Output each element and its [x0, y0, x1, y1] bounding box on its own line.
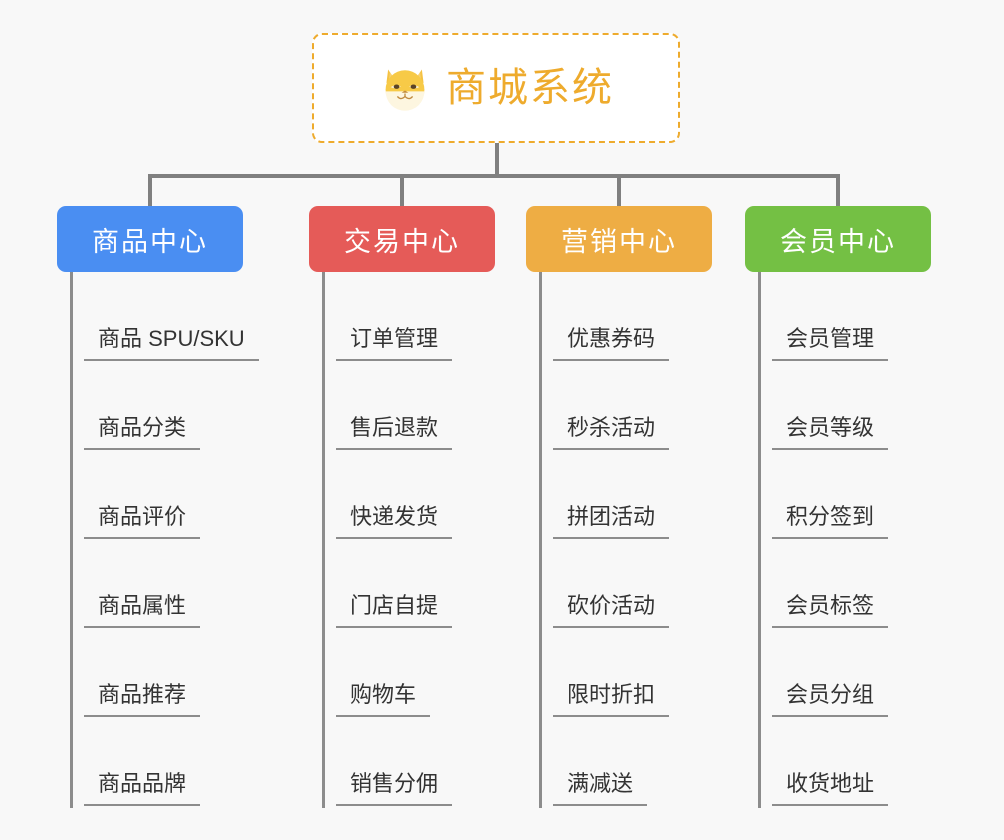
leaf-item[interactable]: 快递发货 [322, 450, 453, 539]
leaf-list-1: 商品 SPU/SKU 商品分类商品评价商品属性商品推荐商品品牌 [70, 272, 259, 806]
leaf-item[interactable]: 会员管理 [758, 272, 889, 361]
category-column-1: 商品中心商品 SPU/SKU 商品分类商品评价商品属性商品推荐商品品牌 [57, 206, 259, 808]
leaf-item-label: 会员管理 [772, 328, 889, 361]
connector-drop-2 [400, 174, 404, 206]
category-column-3: 营销中心优惠券码秒杀活动拼团活动砍价活动限时折扣满减送 [526, 206, 712, 808]
leaf-item-label: 商品推荐 [84, 684, 201, 717]
leaf-item[interactable]: 优惠券码 [539, 272, 670, 361]
leaf-item-label: 砍价活动 [553, 595, 670, 628]
connector-drop-1 [148, 174, 152, 206]
leaf-item-label: 商品分类 [84, 417, 201, 450]
column-spine-1 [70, 272, 73, 808]
connector-drop-3 [617, 174, 621, 206]
leaf-item[interactable]: 积分签到 [758, 450, 889, 539]
leaf-item-label: 优惠券码 [553, 328, 670, 361]
leaf-item[interactable]: 收货地址 [758, 717, 889, 806]
leaf-item-label: 满减送 [553, 773, 648, 806]
leaf-item[interactable]: 销售分佣 [322, 717, 453, 806]
leaf-item[interactable]: 拼团活动 [539, 450, 670, 539]
category-header-3[interactable]: 营销中心 [526, 206, 712, 272]
leaf-item[interactable]: 商品推荐 [70, 628, 259, 717]
leaf-item[interactable]: 会员标签 [758, 539, 889, 628]
leaf-item[interactable]: 商品属性 [70, 539, 259, 628]
connector-root-stem [495, 143, 499, 176]
leaf-item[interactable]: 砍价活动 [539, 539, 670, 628]
leaf-list-3: 优惠券码秒杀活动拼团活动砍价活动限时折扣满减送 [539, 272, 670, 806]
category-header-1[interactable]: 商品中心 [57, 206, 243, 272]
leaf-item[interactable]: 订单管理 [322, 272, 453, 361]
leaf-item[interactable]: 门店自提 [322, 539, 453, 628]
leaf-item-label: 会员等级 [772, 417, 889, 450]
connector-drop-4 [836, 174, 840, 206]
column-spine-3 [539, 272, 542, 808]
leaf-item[interactable]: 满减送 [539, 717, 669, 806]
leaf-item[interactable]: 秒杀活动 [539, 361, 670, 450]
leaf-item-label: 商品 SPU/SKU [84, 328, 259, 361]
leaf-item[interactable]: 商品分类 [70, 361, 259, 450]
leaf-list-2: 订单管理售后退款快递发货门店自提购物车销售分佣 [322, 272, 453, 806]
leaf-item-label: 售后退款 [336, 417, 453, 450]
leaf-item[interactable]: 售后退款 [322, 361, 453, 450]
category-header-4[interactable]: 会员中心 [745, 206, 931, 272]
leaf-item-label: 快递发货 [336, 506, 453, 539]
leaf-item[interactable]: 限时折扣 [539, 628, 670, 717]
leaf-item-label: 会员标签 [772, 595, 889, 628]
column-spine-4 [758, 272, 761, 808]
category-column-4: 会员中心会员管理会员等级积分签到会员标签会员分组收货地址 [745, 206, 931, 808]
leaf-item-label: 商品品牌 [84, 773, 201, 806]
leaf-item-label: 订单管理 [336, 328, 453, 361]
leaf-list-4: 会员管理会员等级积分签到会员标签会员分组收货地址 [758, 272, 889, 806]
leaf-item-label: 拼团活动 [553, 506, 670, 539]
shiba-dog-face-icon [385, 69, 425, 111]
category-column-2: 交易中心订单管理售后退款快递发货门店自提购物车销售分佣 [309, 206, 495, 808]
leaf-item-label: 商品属性 [84, 595, 201, 628]
leaf-item-label: 会员分组 [772, 684, 889, 717]
leaf-item-label: 门店自提 [336, 595, 453, 628]
leaf-item-label: 销售分佣 [336, 773, 453, 806]
leaf-item-label: 积分签到 [772, 506, 889, 539]
leaf-item[interactable]: 会员分组 [758, 628, 889, 717]
leaf-item-label: 商品评价 [84, 506, 201, 539]
leaf-item-label: 购物车 [336, 684, 431, 717]
root-node-title: 商城系统 [446, 66, 614, 110]
category-header-2[interactable]: 交易中心 [309, 206, 495, 272]
column-spine-2 [322, 272, 325, 808]
leaf-item-label: 限时折扣 [553, 684, 670, 717]
leaf-item[interactable]: 商品品牌 [70, 717, 259, 806]
leaf-item[interactable]: 商品评价 [70, 450, 259, 539]
connector-horizontal-bar [148, 174, 840, 178]
leaf-item[interactable]: 购物车 [322, 628, 452, 717]
root-node-mall-system[interactable]: 商城系统 [312, 33, 680, 143]
leaf-item-label: 秒杀活动 [553, 417, 670, 450]
leaf-item-label: 收货地址 [772, 773, 889, 806]
leaf-item[interactable]: 商品 SPU/SKU [70, 272, 259, 361]
leaf-item[interactable]: 会员等级 [758, 361, 889, 450]
